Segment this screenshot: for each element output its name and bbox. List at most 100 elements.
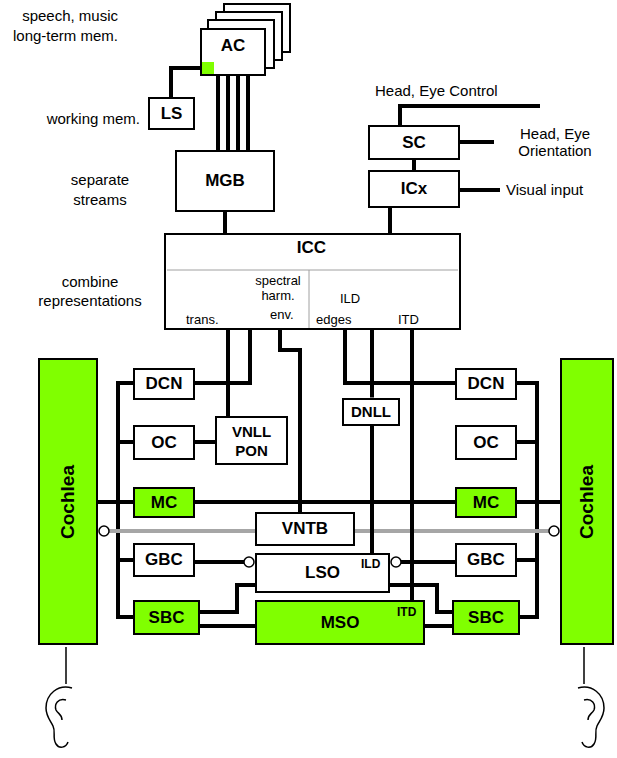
nerve-connector — [238, 76, 239, 150]
nerve-connector — [195, 502, 455, 503]
nerve-connector — [390, 208, 391, 233]
ear-left — [46, 647, 72, 747]
connector-line — [370, 330, 374, 398]
connector-line — [195, 500, 455, 504]
ear-outline — [578, 687, 604, 747]
connector-line — [98, 383, 133, 502]
nerve-connector — [195, 442, 215, 443]
node-label: VNLL PON — [217, 422, 286, 460]
nucleus-box: LS — [148, 97, 195, 130]
sub-label: trans. — [186, 312, 219, 327]
nerve-connector — [372, 330, 373, 398]
nucleus-box: DCN — [455, 368, 517, 400]
nerve-connector — [200, 626, 255, 627]
connector-line — [412, 160, 416, 170]
connector-line — [246, 76, 250, 150]
annotation-label: Head, Eye Control — [375, 82, 498, 99]
node-label: DCN — [146, 374, 183, 394]
nucleus-box: VNTB — [255, 512, 355, 546]
nerve-connector — [228, 76, 229, 150]
inhibitory-terminal — [549, 526, 559, 536]
node-label: MGB — [205, 171, 245, 191]
nucleus-box: DNLL — [342, 398, 400, 426]
nerve-connector — [195, 557, 254, 567]
icc-divider — [309, 270, 310, 328]
connector-line — [216, 76, 220, 150]
node-label: AC — [221, 36, 246, 56]
connector-line — [355, 529, 549, 533]
cortex-marker — [202, 62, 214, 74]
annotation-label: combine representations — [20, 272, 160, 310]
node-label: SC — [402, 133, 426, 153]
nerve-connector — [520, 502, 560, 617]
nerve-connector — [248, 76, 249, 150]
node-label: MC — [473, 493, 499, 513]
connector-line — [425, 624, 452, 628]
connector-line — [223, 212, 227, 233]
nucleus-box: DCN — [133, 368, 195, 400]
ear-inner — [584, 700, 595, 720]
node-label: GBC — [467, 550, 505, 570]
sub-label: ILD — [340, 291, 360, 306]
sub-label: edges — [316, 312, 351, 327]
nucleus-box: MSO ITD — [255, 600, 425, 645]
control-wire — [400, 106, 540, 125]
ear-stalk — [65, 647, 67, 684]
connector-line — [195, 440, 215, 444]
nerve-connector — [200, 585, 255, 612]
nerve-connector — [228, 330, 229, 416]
nerve-connector — [195, 330, 250, 383]
nucleus-box: SC — [368, 125, 460, 160]
node-label: LSO — [305, 563, 340, 583]
node-label: MSO — [321, 613, 360, 633]
visual-input-wire — [460, 188, 500, 192]
nucleus-box: LSOILD — [255, 553, 390, 593]
nerve-connector — [517, 442, 560, 502]
connector-line — [171, 68, 200, 97]
connector-line — [517, 442, 560, 502]
nerve-connector — [355, 526, 559, 536]
connector-line — [226, 330, 230, 416]
connector-line — [200, 585, 255, 612]
orientation-wire — [460, 140, 494, 144]
inhibitory-terminal — [244, 557, 254, 567]
nucleus-box: VNLL PON — [215, 416, 288, 465]
nerve-connector — [98, 502, 133, 617]
nerve-connector — [412, 330, 413, 600]
nerve-connector — [372, 426, 373, 554]
nucleus-box: GBC — [455, 543, 517, 577]
node-label: GBC — [145, 550, 183, 570]
nerve-connector — [98, 383, 133, 502]
inhibitory-terminal — [391, 557, 401, 567]
connector-line — [517, 383, 560, 502]
nucleus-box: OC — [133, 425, 195, 460]
nerve-connector — [98, 442, 133, 502]
connector-line — [388, 208, 392, 233]
connector-line — [370, 426, 374, 554]
nerve-connector — [99, 526, 255, 536]
connector-line — [345, 330, 455, 383]
sub-label: ITD — [397, 605, 416, 619]
node-label: ICx — [401, 179, 427, 199]
connector-line — [520, 502, 560, 617]
connector-line — [401, 560, 455, 564]
nucleus-box: GBC — [133, 543, 195, 577]
annotation-label: separate streams — [50, 170, 150, 210]
connector-line — [109, 529, 255, 533]
annotation-label: Head, Eye Orientation — [498, 125, 612, 159]
nucleus-box: ICx — [368, 170, 460, 208]
colliculus-box: ICCtrans.spectral harm.env.ILDedgesITD — [164, 233, 461, 330]
sub-label: spectral harm. — [248, 273, 308, 303]
nucleus-box: SBC — [452, 600, 520, 635]
node-label: OC — [473, 433, 499, 453]
icc-divider — [167, 270, 458, 271]
nucleus-box: MC — [133, 487, 195, 518]
ear-right — [578, 647, 604, 747]
nerve-connector — [391, 557, 455, 567]
nerve-connector — [517, 383, 560, 502]
sub-label: ITD — [398, 312, 419, 327]
node-label: LS — [161, 104, 183, 124]
sub-label: env. — [270, 307, 294, 322]
annotation-label: speech, music long-term mem. — [2, 6, 118, 46]
